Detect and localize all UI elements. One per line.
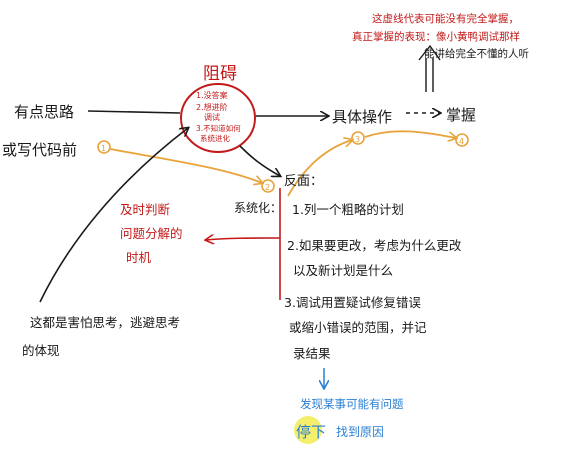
step-3a: 3.调试用置疑试修复错误 bbox=[284, 295, 421, 310]
edge-orange-1-to-2 bbox=[109, 148, 262, 183]
step-2a: 2.如果要更改，考虑为什么更改 bbox=[287, 238, 462, 253]
marker-3-circle bbox=[351, 131, 365, 145]
obstacle-item-2b: 调试 bbox=[204, 112, 220, 122]
obstacle-item-2: 2.想进阶 bbox=[196, 102, 228, 112]
red-note-line2: 问题分解的 bbox=[120, 226, 183, 241]
edge-orange-2-to-3 bbox=[287, 140, 352, 197]
marker-1-circle bbox=[97, 140, 111, 154]
up-arrow bbox=[418, 44, 441, 92]
marker-1-label: 1 bbox=[101, 144, 106, 153]
left-start: 有点思路 或写代码前 bbox=[2, 103, 77, 159]
step-3c: 录结果 bbox=[293, 346, 331, 361]
blue-note-line2: 找到原因 bbox=[336, 425, 384, 439]
bottom-left-note: 这都是害怕思考，逃避思考 的体现 bbox=[22, 315, 180, 358]
step-1: 1.列一个粗略的计划 bbox=[292, 202, 404, 217]
top-note: 这虚线代表可能没有完全掌握， 真正掌握的表现：像小黄鸭调试那样 能讲给完全不懂的… bbox=[352, 12, 529, 60]
marker-2-label: 2 bbox=[265, 183, 270, 192]
marker-2-circle bbox=[261, 179, 275, 193]
obstacle-circle bbox=[180, 83, 256, 153]
obstacle-node: 阻碍 1.没答案 2.想进阶 调试 3.不知道如何 系统进化 bbox=[180, 64, 256, 153]
top-note-line2: 真正掌握的表现：像小黄鸭调试那样 bbox=[352, 30, 520, 43]
step-3b: 或缩小错误的范围，并记 bbox=[289, 320, 427, 335]
edge-orange-3-to-4 bbox=[364, 130, 456, 138]
obstacle-item-3b: 系统进化 bbox=[200, 133, 230, 143]
red-note-line1: 及时判断 bbox=[120, 202, 170, 217]
blue-note-stop: 停下 bbox=[296, 423, 326, 441]
bottom-left-line2: 的体现 bbox=[22, 343, 60, 358]
marker-4-label: 4 bbox=[459, 137, 464, 146]
step-2b: 以及新计划是什么 bbox=[293, 263, 393, 278]
marker-3-label: 3 bbox=[355, 135, 360, 144]
obstacle-item-3: 3.不知道如何 bbox=[196, 123, 241, 133]
blue-note-line1: 发现某事可能有问题 bbox=[300, 397, 404, 411]
master-label: 掌握 bbox=[446, 106, 476, 124]
marker-4-circle bbox=[455, 133, 469, 147]
bottom-left-line1: 这都是害怕思考，逃避思考 bbox=[30, 315, 180, 330]
red-note: 及时判断 问题分解的 时机 bbox=[120, 202, 183, 265]
up-arrow-head bbox=[418, 44, 441, 61]
top-note-line3: 能讲给完全不懂的人听 bbox=[424, 47, 529, 60]
blue-note: 发现某事可能有问题 停下 找到原因 bbox=[294, 397, 404, 444]
obstacle-title: 阻碍 bbox=[203, 64, 237, 84]
edge-fear-to-obstacle bbox=[39, 128, 188, 303]
edge-obstacle-to-reverse bbox=[239, 145, 280, 176]
top-note-line1: 这虚线代表可能没有完全掌握， bbox=[372, 12, 519, 25]
concrete-op-label: 具体操作 bbox=[332, 108, 392, 126]
steps: 1.列一个粗略的计划 2.如果要更改，考虑为什么更改 以及新计划是什么 3.调试… bbox=[284, 202, 462, 361]
edge-start-to-obstacle bbox=[87, 110, 181, 114]
orange-path: 1 2 3 4 bbox=[97, 130, 469, 197]
systematize-label: 系统化： bbox=[234, 201, 282, 215]
reverse-label: 反面： bbox=[284, 174, 323, 189]
obstacle-item-1: 1.没答案 bbox=[196, 90, 228, 100]
edge-red-to-note bbox=[206, 238, 281, 240]
stop-highlight bbox=[294, 416, 322, 444]
left-line-1: 有点思路 bbox=[14, 103, 74, 121]
red-note-line3: 时机 bbox=[126, 250, 152, 265]
left-line-2: 或写代码前 bbox=[2, 141, 77, 159]
